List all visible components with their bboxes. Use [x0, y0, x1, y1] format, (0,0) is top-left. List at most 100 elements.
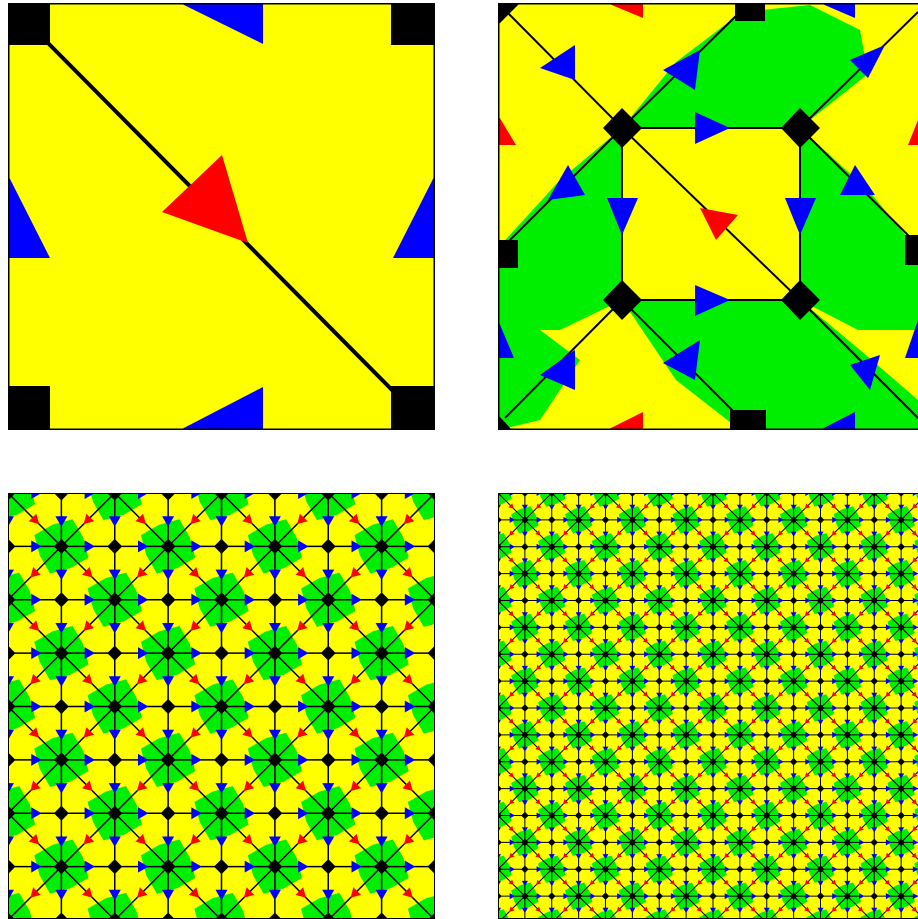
blue-triangle	[736, 558, 743, 564]
blue-triangle	[778, 624, 784, 631]
blue-triangle	[736, 746, 743, 752]
panel-4-nodes	[498, 493, 905, 900]
red-triangle	[535, 745, 541, 751]
blue-triangle	[509, 597, 515, 604]
blue-triangle	[108, 729, 121, 741]
red-triangle	[562, 879, 568, 885]
blue-triangle	[683, 773, 690, 779]
blue-triangle	[590, 678, 596, 685]
blue-triangle	[375, 516, 388, 527]
blue-triangle	[31, 647, 42, 660]
red-triangle	[912, 718, 918, 724]
blue-triangle	[521, 800, 528, 806]
blue-triangle	[404, 647, 416, 660]
blue-triangle	[215, 729, 228, 741]
vertex-node	[816, 596, 825, 605]
blue-triangle	[656, 692, 663, 699]
blue-triangle	[751, 570, 757, 577]
blue-triangle	[244, 700, 256, 713]
red-triangle	[616, 637, 622, 643]
red-triangle	[697, 825, 703, 832]
vertex-node	[762, 731, 771, 739]
blue-triangle	[912, 624, 918, 631]
red-triangle	[642, 691, 648, 697]
vertex-node	[601, 704, 610, 712]
red-triangle	[615, 557, 622, 563]
vertex-node	[682, 757, 690, 766]
blue-triangle	[912, 651, 918, 658]
blue-triangle	[778, 839, 784, 846]
vertex-node	[53, 752, 69, 768]
blue-triangle	[536, 785, 542, 792]
blue-triangle	[215, 623, 228, 634]
vertex-node	[897, 650, 905, 659]
blue-triangle	[697, 624, 704, 631]
blue-triangle	[805, 543, 811, 550]
green-region	[860, 909, 886, 919]
blue-triangle	[575, 880, 582, 887]
red-triangle	[536, 610, 542, 617]
vertex-node	[816, 623, 825, 632]
blue-triangle	[563, 731, 569, 738]
blue-triangle	[268, 516, 281, 527]
vertex-node	[709, 704, 717, 712]
blue-triangle	[736, 719, 743, 725]
vertex-node	[161, 912, 175, 919]
vertex-node	[53, 493, 69, 501]
blue-triangle	[790, 746, 797, 752]
green-region	[647, 493, 673, 507]
red-triangle	[777, 503, 783, 509]
red-triangle	[831, 906, 837, 912]
red-triangle	[750, 799, 756, 805]
blue-triangle	[298, 860, 309, 873]
red-triangle	[535, 799, 541, 805]
vertex-node	[601, 757, 610, 766]
vertex-node	[53, 645, 69, 661]
red-triangle	[751, 610, 757, 617]
blue-triangle	[536, 678, 542, 685]
blue-triangle	[832, 705, 838, 711]
blue-triangle	[859, 624, 865, 631]
vertex-node	[870, 596, 879, 605]
blue-triangle	[697, 543, 704, 550]
blue-triangle	[629, 639, 636, 645]
blue-triangle	[138, 753, 149, 766]
blue-triangle	[778, 570, 784, 577]
red-triangle	[402, 567, 413, 578]
vertex-node	[601, 838, 610, 847]
blue-triangle	[805, 785, 811, 792]
red-triangle	[348, 513, 360, 525]
blue-triangle	[697, 705, 704, 711]
blue-triangle	[575, 719, 582, 725]
red-triangle	[508, 879, 514, 885]
blue-triangle	[191, 700, 202, 713]
blue-triangle	[885, 516, 892, 523]
blue-triangle	[617, 731, 623, 738]
vertex-node	[736, 865, 744, 874]
vertex-node	[762, 892, 771, 900]
blue-triangle	[763, 880, 770, 887]
blue-triangle	[162, 516, 175, 527]
blue-triangle	[215, 676, 228, 687]
vertex-node	[574, 569, 583, 578]
red-triangle	[723, 557, 729, 563]
blue-triangle	[548, 692, 555, 699]
red-triangle	[509, 799, 515, 805]
red-triangle	[804, 799, 810, 805]
blue-triangle	[724, 705, 730, 711]
green-region	[87, 892, 139, 919]
blue-triangle	[602, 719, 609, 725]
green-region	[754, 493, 781, 507]
red-triangle	[697, 772, 703, 778]
vertex-node	[709, 838, 717, 847]
vertex-node	[736, 542, 744, 551]
blue-triangle	[871, 612, 878, 618]
vertex-node	[107, 645, 123, 661]
blue-triangle	[844, 665, 851, 672]
red-triangle	[670, 530, 676, 536]
blue-triangle	[656, 746, 663, 752]
red-triangle	[616, 852, 622, 858]
vertex-node	[107, 805, 123, 821]
blue-triangle	[298, 700, 309, 713]
red-triangle	[777, 557, 783, 563]
